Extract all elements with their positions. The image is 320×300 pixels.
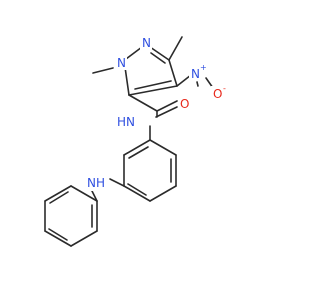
bond-nitro-o2 [196,81,199,87]
bond-b3-inner-3 [49,191,69,204]
bond-b3-inner-2 [48,228,68,241]
bond-b2-c4-c5 [123,185,151,202]
atom-n-pyrazole-1: N [117,56,126,70]
atom-nh-amine: NH [87,176,105,190]
bond-n2-c3-a [149,46,170,61]
bond-b2-inner-3 [128,146,149,159]
atom-o-carbonyl: O [180,97,189,111]
bond-c3-methyl [168,36,183,61]
atom-o-nitro: O [213,87,222,101]
bond-b2-c1-c2 [149,139,177,156]
bond-b2-c6-c1 [123,139,151,156]
bond-n1-n2 [125,46,143,60]
atom-o-nitro-charge: - [223,84,226,93]
atom-h-amide: H [117,115,126,129]
bond-c5-carbonyl [128,94,158,112]
bond-b3-c2-c3 [70,230,98,247]
bond-c3-c4 [168,59,178,87]
bond-c4-c5-a [128,85,178,96]
atom-n-nitro: N [191,67,200,81]
bond-co-b [155,106,178,118]
bond-n1-methyl [92,67,114,74]
bond-b3-c6-c1 [70,185,98,202]
molecule-diagram: N N N + O - O N H NH [44,36,226,247]
bond-n1-c5 [124,66,130,96]
bond-co-a [156,100,178,112]
atom-n-nitro-charge: + [200,63,207,72]
bond-b2-nh [109,178,125,187]
bond-c4-c5-b [134,80,172,90]
bond-b2-inner-2 [127,183,147,196]
bond-b2-c3-c4 [149,185,177,202]
structure-svg: N N N + O - O N H NH [44,36,226,247]
atom-n-amide: N [126,115,135,129]
bond-c4-nitro [176,74,192,87]
atom-n-pyrazole-2: N [142,36,151,50]
bond-n2-c3-b [150,52,166,64]
bond-b3-c3-c4 [44,230,72,247]
bond-b3-c5-c6 [44,185,72,202]
